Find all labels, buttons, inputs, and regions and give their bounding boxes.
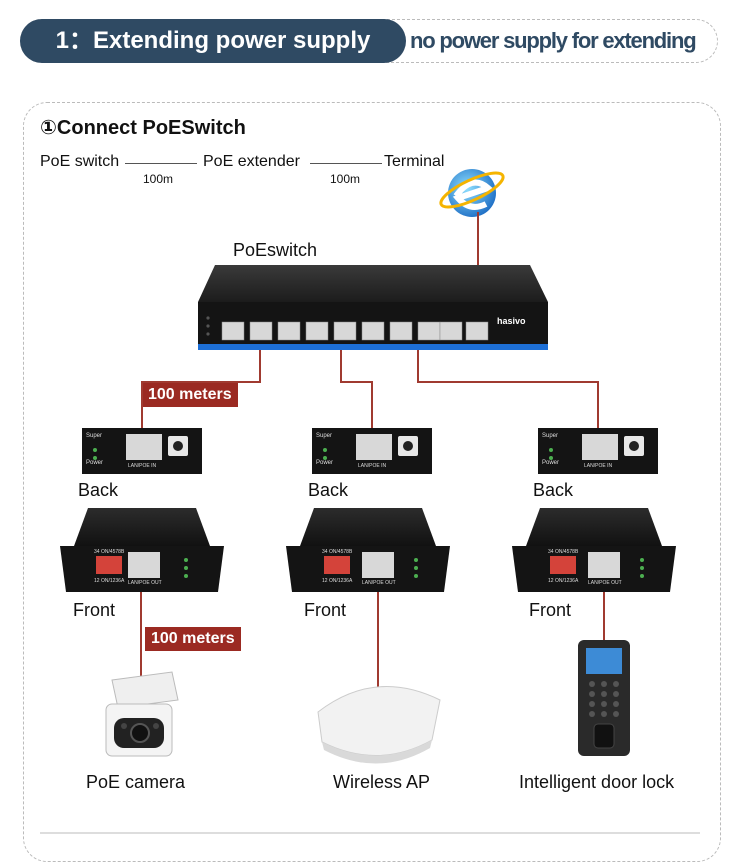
front-label-2: Front: [304, 600, 347, 620]
chain-distance-2: 100m: [330, 172, 361, 186]
chain-item-extender: PoE extender: [203, 153, 300, 170]
back-super-label-2: Super: [316, 433, 333, 439]
front-port-label-1: LAN/POE OUT: [128, 580, 162, 586]
extender-front-1: [60, 508, 224, 592]
back-power-label-2: Power: [316, 460, 334, 466]
front-dip-top-3: 34 ON/4578B: [548, 549, 579, 555]
chain-item-switch: PoE switch: [40, 153, 120, 170]
extender-back-3: [538, 428, 658, 474]
front-label-3: Front: [529, 600, 572, 620]
terminal-caption-doorlock: Intelligent door lock: [519, 772, 675, 792]
switch-label: PoEswitch: [233, 240, 318, 260]
front-port-label-3: LAN/POE OUT: [588, 580, 622, 586]
extender-back-2: [312, 428, 432, 474]
wireless-ap-icon: [317, 686, 441, 764]
extender-front-2: [286, 508, 450, 592]
back-port-label-1: LAN/POE IN: [128, 463, 157, 469]
bottom-divider: [40, 832, 700, 834]
front-dip-top-2: 34 ON/4578B: [322, 549, 353, 555]
front-dip-bottom-2: 12 ON/1236A: [322, 578, 353, 584]
back-super-label-3: Super: [542, 433, 559, 439]
door-lock-icon: [578, 640, 630, 756]
header-title: 1：Extending power supply: [20, 19, 406, 63]
terminal-caption-ap: Wireless AP: [333, 772, 431, 792]
extender-front-3: [512, 508, 676, 592]
back-power-label-3: Power: [542, 460, 560, 466]
browser-globe-icon: [439, 169, 505, 217]
header-subtitle: no power supply for extending: [410, 28, 697, 53]
front-dip-top-1: 34 ON/4578B: [94, 549, 125, 555]
front-port-label-2: LAN/POE OUT: [362, 580, 396, 586]
front-dip-bottom-1: 12 ON/1236A: [94, 578, 125, 584]
chain-connector-1: [125, 163, 197, 164]
chain-connector-2: [310, 163, 382, 164]
front-label-1: Front: [73, 600, 116, 620]
back-port-label-3: LAN/POE IN: [584, 463, 613, 469]
diagram-drawing: hasivo: [60, 169, 676, 764]
chain-distance-1: 100m: [143, 172, 174, 186]
section-heading: ①Connect PoESwitch: [40, 117, 246, 139]
chain-item-terminal: Terminal: [384, 153, 445, 170]
back-power-label-1: Power: [86, 460, 104, 466]
back-label-2: Back: [308, 480, 349, 500]
back-super-label-1: Super: [86, 433, 103, 439]
distance-label-2: 100 meters: [145, 627, 241, 651]
back-label-3: Back: [533, 480, 574, 500]
extender-back-1: [82, 428, 202, 474]
front-dip-bottom-3: 12 ON/1236A: [548, 578, 579, 584]
back-label-1: Back: [78, 480, 119, 500]
terminal-caption-camera: PoE camera: [86, 772, 186, 792]
poe-switch-device: [198, 265, 548, 350]
poe-camera-icon: [105, 671, 179, 757]
distance-label-1: 100 meters: [142, 383, 238, 407]
switch-brand: hasivo: [497, 316, 526, 326]
back-port-label-2: LAN/POE IN: [358, 463, 387, 469]
